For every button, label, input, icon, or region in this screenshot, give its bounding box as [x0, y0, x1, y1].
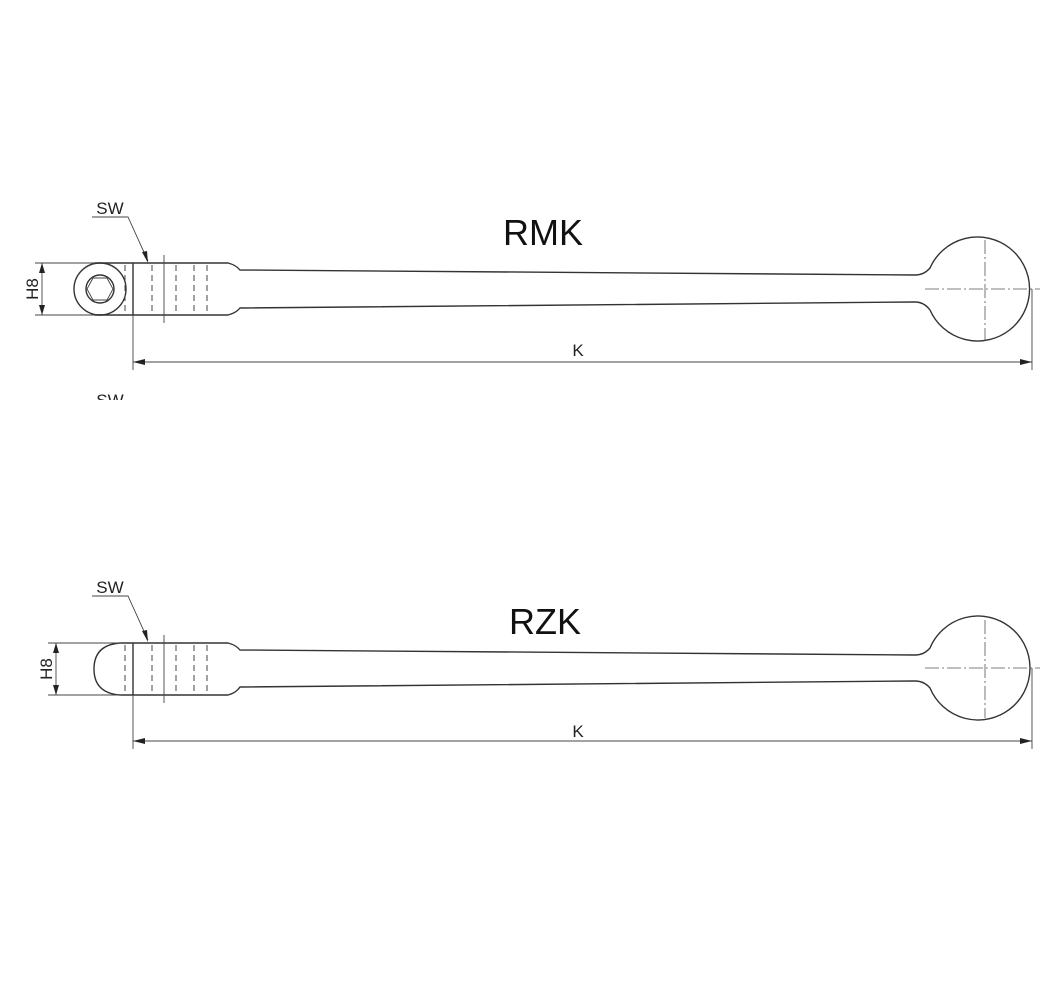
rmk-hex-socket-icon	[85, 274, 115, 304]
rmk-sw-leader	[92, 216, 149, 262]
rmk-grip-dashes	[124, 255, 208, 323]
rmk-sw-label: SW	[96, 199, 123, 218]
rzk-sw-arrow	[142, 630, 148, 642]
clipped-sw-label: SW	[96, 391, 123, 410]
rmk-title: RMK	[503, 212, 583, 253]
rzk-sw-label: SW	[96, 578, 123, 597]
rzk-grip-dashes	[124, 635, 208, 703]
rzk-drawing: RZK SW H8 K	[37, 578, 1040, 749]
rmk-hex-shape	[86, 277, 114, 301]
rzk-title: RZK	[509, 601, 581, 642]
rzk-k-label: K	[572, 722, 584, 741]
rzk-h8-label: H8	[37, 658, 56, 680]
rmk-eye	[73, 262, 127, 316]
rmk-k-label: K	[572, 341, 584, 360]
rzk-sw-leader	[92, 595, 149, 641]
rmk-sw-arrow	[142, 251, 148, 263]
rmk-drawing: RMK SW H8 K	[23, 199, 1040, 410]
rmk-rod-outline	[94, 236, 1031, 342]
rmk-h8-label: H8	[23, 278, 42, 300]
